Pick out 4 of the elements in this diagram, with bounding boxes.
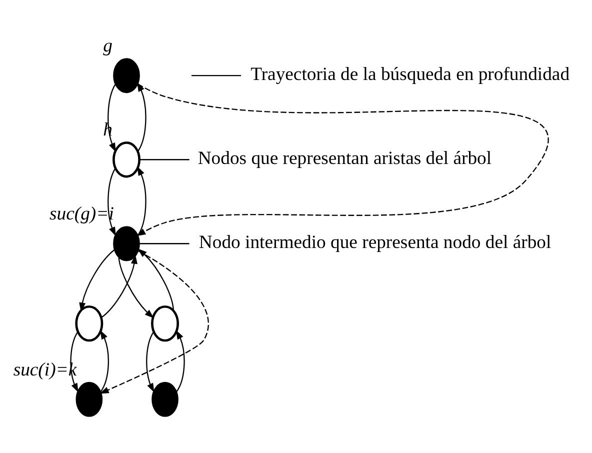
node-label: g <box>103 34 112 56</box>
node-text: Nodos que representan aristas del árbol <box>198 148 492 169</box>
node-text: Trayectoria de la búsqueda en profundidad <box>250 64 570 85</box>
node-text: Nodo intermedio que representa nodo del árbol <box>198 232 552 253</box>
